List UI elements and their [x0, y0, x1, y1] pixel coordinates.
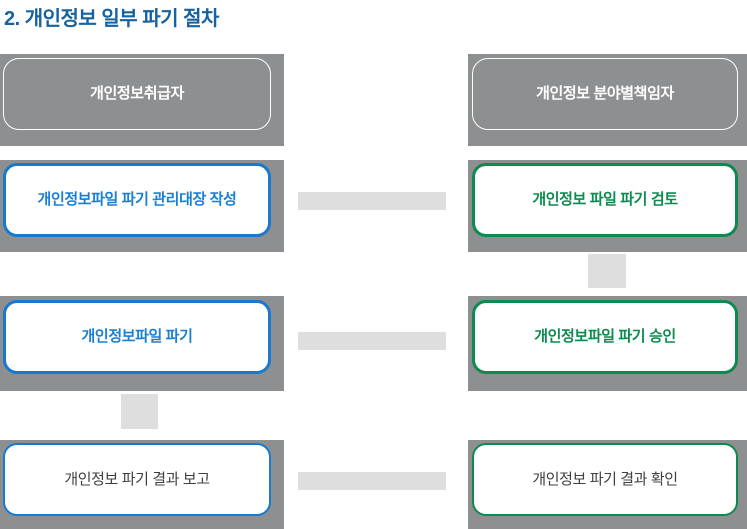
step-box-create-ledger: 개인정보파일 파기 관리대장 작성 — [3, 163, 271, 237]
step-label: 개인정보파일 파기 — [81, 328, 193, 345]
step-box-destroy-file: 개인정보파일 파기 — [3, 300, 271, 374]
connector-vertical-right — [588, 254, 626, 288]
strip-left-row1 — [0, 54, 284, 146]
step-label: 개인정보 파일 파기 검토 — [532, 191, 678, 208]
role-box-division-manager: 개인정보 분야별책임자 — [472, 58, 738, 130]
step-label: 개인정보 파기 결과 확인 — [532, 470, 678, 488]
role-label-handler: 개인정보취급자 — [90, 85, 184, 102]
step-label: 개인정보파일 파기 승인 — [534, 328, 676, 345]
connector-vertical-left — [121, 394, 158, 429]
connector-horizontal-row4 — [298, 472, 446, 490]
step-box-confirm-result: 개인정보 파기 결과 확인 — [472, 443, 738, 516]
step-box-approve-destruction: 개인정보파일 파기 승인 — [472, 300, 738, 374]
step-box-report-result: 개인정보 파기 결과 보고 — [3, 443, 271, 516]
role-box-handler: 개인정보취급자 — [3, 58, 271, 130]
role-label-division-manager: 개인정보 분야별책임자 — [536, 85, 674, 102]
step-label: 개인정보파일 파기 관리대장 작성 — [37, 191, 237, 208]
connector-horizontal-row2 — [298, 192, 446, 210]
connector-horizontal-row3 — [298, 332, 446, 350]
strip-right-row1 — [468, 54, 747, 146]
page-title: 2. 개인정보 일부 파기 절차 — [4, 8, 219, 30]
step-label: 개인정보 파기 결과 보고 — [64, 470, 210, 488]
step-box-review-destruction: 개인정보 파일 파기 검토 — [472, 163, 738, 237]
